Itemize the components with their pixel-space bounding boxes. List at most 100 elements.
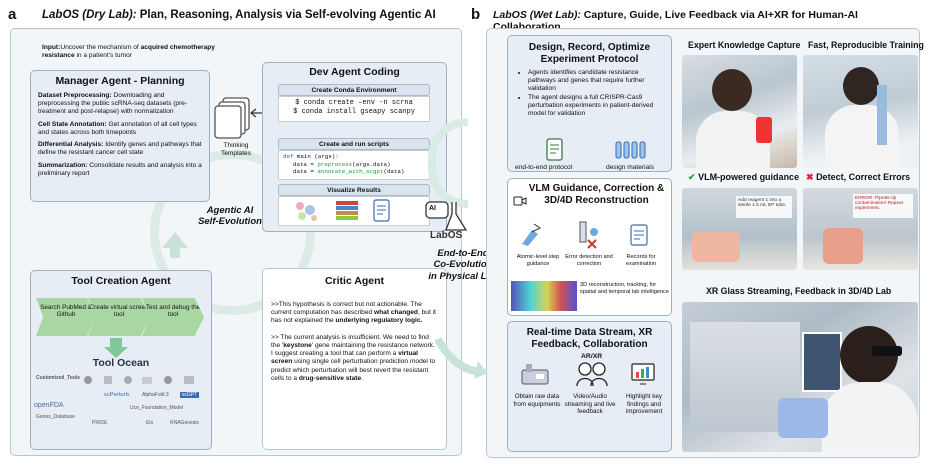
pipette-shape [877,85,887,145]
recon-label: 3D reconstruction, tracking, for spatial… [580,282,669,295]
manager-item-head: Dataset Preprocessing: [38,92,112,99]
critic-text: ' gene maintaining the resistance networ… [271,341,435,358]
labos-logo-name: LabOS [430,230,463,241]
panel-a-title-italic: LabOS (Dry Lab): [42,9,137,21]
vlm-guidance-text: VLM-powered guidance [698,172,800,182]
stream-icon-label: Video/Audio streaming and live feedback [564,393,616,416]
photo-label-xr: XR Glass Streaming, Feedback in 3D/4D La… [706,286,892,296]
tool-step-test: Test and debug the tool [142,298,204,336]
umap-plot-icon [296,202,317,221]
test-tubes-icon [615,141,646,159]
critic-paragraph-1: >>This hypothesis is correct but not act… [263,287,446,326]
protocol-icon-label: end-to-end protocol [515,164,573,171]
vlm-icon-label: Error detection and correction [565,254,613,267]
protocol-document-icon [546,138,563,161]
vlm-guidance-title: VLM Guidance, Correction & 3D/4D Reconst… [528,183,665,206]
input-text-bold: acquired chemotherapy resistance [42,44,215,60]
logo-openfda: openFDA [34,402,64,409]
monitor-chart-icon [631,363,655,385]
stream-icon-label: Highlight key findings and improvement [625,393,663,416]
critic-text: , but it has not explained the [271,309,436,325]
input-text-part2: in a patient's tumor [74,52,132,60]
manager-item: Cell State Annotation: Get annotation of… [38,121,202,137]
lab-coat-shape [822,382,918,452]
manager-item-text: Get annotation of all cell types and sta… [38,120,197,136]
evolution-cycle-ring [150,150,315,315]
photo-label-training: Fast, Reproducible Training [808,40,924,50]
materials-icon-label: design materials [606,164,655,171]
error-overlay: ERROR: Pipette tip contamination! Repeat… [853,194,913,218]
code-token: data = [293,160,318,168]
code-keyword: def [283,153,297,160]
logo-pride: PRIDE [92,420,108,426]
design-bullets: Agents identifies candidate resistance p… [508,65,671,118]
critic-text: using single cell perturbation predictio… [271,358,436,382]
thinking-templates-icon [214,97,250,139]
design-protocol-title: Design, Record, Optimize Experiment Prot… [528,42,651,65]
code-token: main [296,153,311,160]
self-evolution-label: Agentic AI Self-Evolution [198,205,262,228]
person-head-shape [712,69,752,111]
lab-equipment-icon [521,364,549,385]
logo-alphafold: AlphaFold 3 [142,392,169,398]
xr-display-shape [802,332,842,392]
code-line: data = annotate_with_scgpt(data) [283,168,425,176]
vlm-icon-label: Records for examination [625,254,657,267]
input-text: Input:Uncover the mechanism of acquired … [42,44,222,60]
photo-label-expert: Expert Knowledge Capture [688,40,801,50]
manager-item-text: Consolidate results and analysis into a … [38,161,202,177]
logo-customized-tools: Customized_Tools [36,375,81,381]
photo-expert-capture [682,55,797,168]
dev-step-scripts: Create and run scripts [278,138,430,150]
code-token: data = [293,168,318,176]
reconstruction-heatmap [511,281,577,311]
critic-text-bold: drug-sensitive state [298,374,362,382]
manager-agent-box: Manager Agent - Planning Dataset Preproc… [30,70,210,202]
lab-coat-shape [825,105,899,168]
cycle-arrow-down-icon [434,337,488,379]
critic-text: >> The current analysis is insufficient.… [271,333,429,349]
design-bullet: The agent designs a full CRISPR-Cas9 per… [528,94,665,119]
panel-b-title-italic: LabOS (Wet Lab): [493,9,581,21]
critic-text-bold: virtual screen [271,350,418,366]
tool-ocean-title: Tool Ocean [92,357,150,369]
labos-logo-ai: AI [429,205,436,212]
photo-xr-streaming [682,302,918,452]
input-label: Input: [42,44,61,51]
code-token: (data) [383,168,405,176]
code-line: $ conda install gseapy scanpy [293,108,415,117]
tool-step-search: Search PubMed & Github [36,298,96,336]
error-tube-icon [579,221,598,249]
code-token: (args.data) [352,160,391,168]
tool-creation-title: Tool Creation Agent [71,275,171,287]
critic-text-bold: what changed [374,309,418,317]
down-arrow-icon [104,338,128,358]
code-token: (args): [310,153,339,160]
thinking-templates-label: Thinking Templates [220,142,252,158]
manager-item: Differential Analysis: Identify genes an… [38,141,202,157]
person-head-shape [843,67,879,105]
tool-logo-icons-row [84,376,194,384]
vlm-icon-label: Atomic-level step guidance [516,254,560,267]
logo-scgpt: scGPT [180,392,200,398]
critic-text: . [361,374,363,382]
logo-elo: Elo [146,420,154,426]
code-function: preprocess [317,160,353,168]
design-bullet: Agents identifies candidate resistance p… [528,69,665,94]
stream-icon-label: Obtain raw data from equipments [513,393,561,408]
panel-b-letter: b [471,6,481,23]
dev-step-visualize: Visualize Results [278,184,430,196]
stream-title: Real-time Data Stream, XR Feedback, Coll… [526,327,653,350]
critic-text-bold: keystone [283,341,312,349]
photo-error-detect: ERROR: Pipette tip contamination! Repeat… [803,188,918,270]
manager-item-head: Differential Analysis: [38,141,104,149]
dev-step-conda: Create Conda Environment [278,84,430,96]
manager-item-text: Identify genes and pathways that define … [38,141,202,157]
reagent-bottle-shape [756,117,772,143]
critic-agent-box: Critic Agent >>This hypothesis is correc… [262,268,447,450]
logo-genes-database: Genes_Database [36,414,75,420]
manager-item-head: Summarization: [38,161,88,169]
glove-shape [778,398,828,438]
critic-agent-title: Critic Agent [324,275,385,287]
glove-shape [692,232,740,262]
